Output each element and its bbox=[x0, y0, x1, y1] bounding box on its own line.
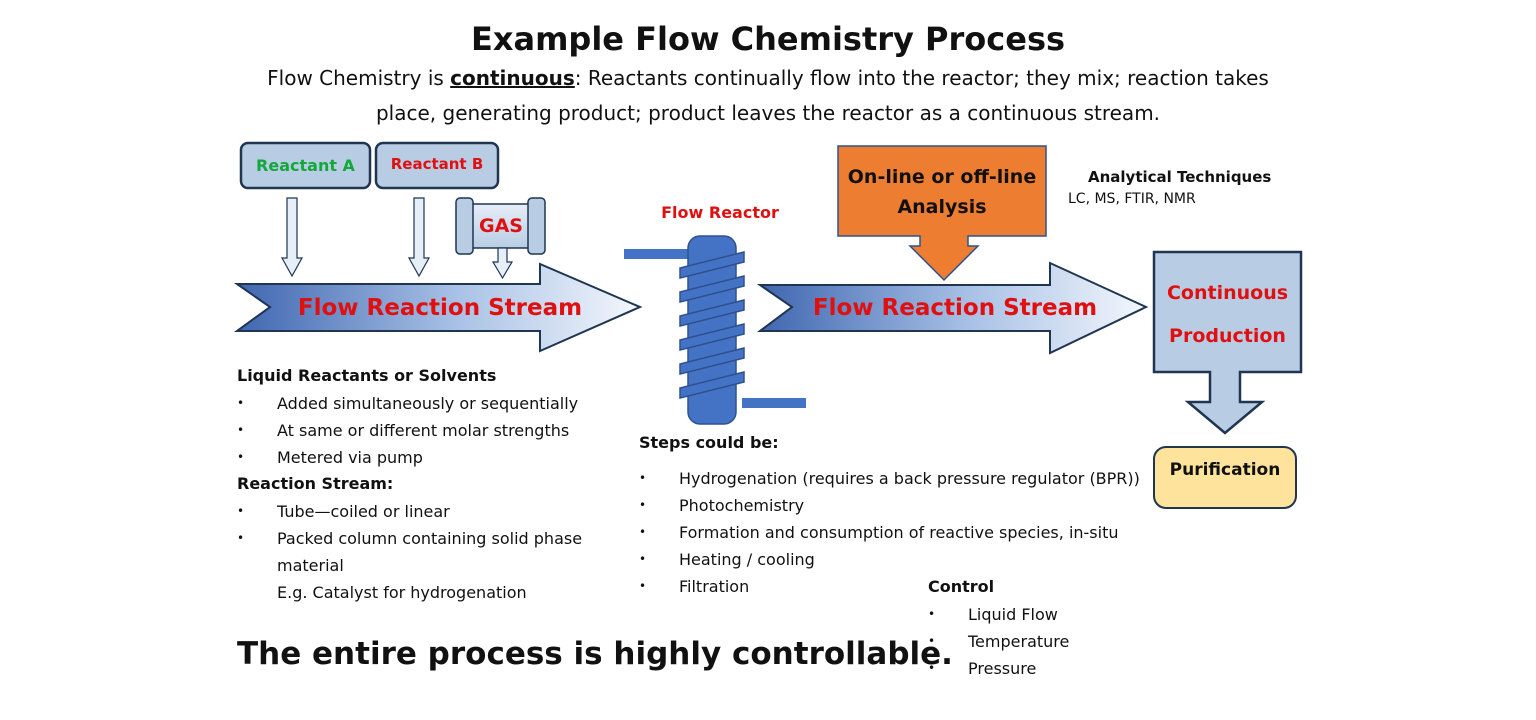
steps-list: Hydrogenation (requires a back pressure … bbox=[639, 465, 1159, 600]
analysis-label-line-2: Analysis bbox=[897, 196, 987, 218]
reaction-stream-heading: Reaction Stream: bbox=[237, 474, 394, 493]
subtitle-emphasis: continuous bbox=[450, 66, 575, 90]
gas-label: GAS bbox=[479, 215, 523, 237]
list-item: Heating / cooling bbox=[639, 546, 1159, 573]
analysis-callout bbox=[837, 145, 1047, 282]
control-heading: Control bbox=[928, 577, 995, 596]
gas-cylinder bbox=[455, 197, 546, 255]
list-item: Formation and consumption of reactive sp… bbox=[639, 519, 1159, 546]
footer-statement: The entire process is highly controllabl… bbox=[237, 636, 953, 672]
control-list: Liquid Flow Temperature Pressure bbox=[928, 601, 1148, 682]
techniques-title: Analytical Techniques bbox=[1088, 168, 1272, 186]
production-callout bbox=[1152, 250, 1303, 435]
steps-heading: Steps could be: bbox=[639, 433, 779, 452]
liquid-reactants-heading: Liquid Reactants or Solvents bbox=[237, 366, 497, 385]
gas-arrow bbox=[491, 247, 514, 280]
list-item: At same or different molar strengths bbox=[237, 417, 617, 444]
list-item: Hydrogenation (requires a back pressure … bbox=[639, 465, 1159, 492]
list-item: Temperature bbox=[928, 628, 1148, 655]
list-item: Pressure bbox=[928, 655, 1148, 682]
list-item: Added simultaneously or sequentially bbox=[237, 390, 617, 417]
analysis-label: On-line or off-line Analysis bbox=[838, 162, 1046, 222]
reactant-a-box bbox=[239, 141, 372, 190]
list-item: Packed column containing solid phase bbox=[237, 525, 617, 552]
list-item: Liquid Flow bbox=[928, 601, 1148, 628]
production-label-line-1: Continuous bbox=[1166, 282, 1289, 304]
subtitle-part-2: : Reactants continually flow into the re… bbox=[574, 66, 1269, 90]
reactant-b-box bbox=[374, 141, 500, 190]
purification-label: Purification bbox=[1169, 460, 1281, 480]
liquid-reactants-list: Added simultaneously or sequentially At … bbox=[237, 390, 617, 471]
reactant-b-arrow bbox=[407, 197, 431, 278]
stream-arrow-1 bbox=[233, 262, 643, 353]
list-item: Photochemistry bbox=[639, 492, 1159, 519]
subtitle-line-1: Flow Chemistry is continuous: Reactants … bbox=[0, 66, 1536, 90]
page-title: Example Flow Chemistry Process bbox=[470, 20, 1066, 58]
list-item-continuation: material bbox=[277, 556, 344, 575]
stream-1-label: Flow Reaction Stream bbox=[297, 295, 583, 321]
list-item: Metered via pump bbox=[237, 444, 617, 471]
subtitle-line-2: place, generating product; product leave… bbox=[375, 101, 1161, 125]
reactant-b-label: Reactant B bbox=[390, 154, 484, 173]
stream-arrow-2 bbox=[756, 261, 1149, 355]
reaction-stream-list: Tube—coiled or linear Packed column cont… bbox=[237, 498, 617, 606]
reactant-a-arrow bbox=[280, 197, 304, 278]
production-label-line-2: Production bbox=[1169, 325, 1286, 347]
techniques-list: LC, MS, FTIR, NMR bbox=[1068, 191, 1196, 207]
list-item: Filtration bbox=[639, 573, 1159, 600]
list-item: Tube—coiled or linear bbox=[237, 498, 617, 525]
production-label: Continuous Production bbox=[1154, 272, 1301, 358]
analysis-label-line-1: On-line or off-line bbox=[847, 166, 1037, 188]
flow-reactor-label: Flow Reactor bbox=[661, 202, 779, 222]
subtitle-part-1: Flow Chemistry is bbox=[267, 66, 451, 90]
flow-reactor-coil bbox=[624, 235, 806, 425]
list-item-example: E.g. Catalyst for hydrogenation bbox=[277, 583, 527, 602]
reactant-a-label: Reactant A bbox=[256, 156, 355, 175]
stream-2-label: Flow Reaction Stream bbox=[812, 295, 1098, 321]
